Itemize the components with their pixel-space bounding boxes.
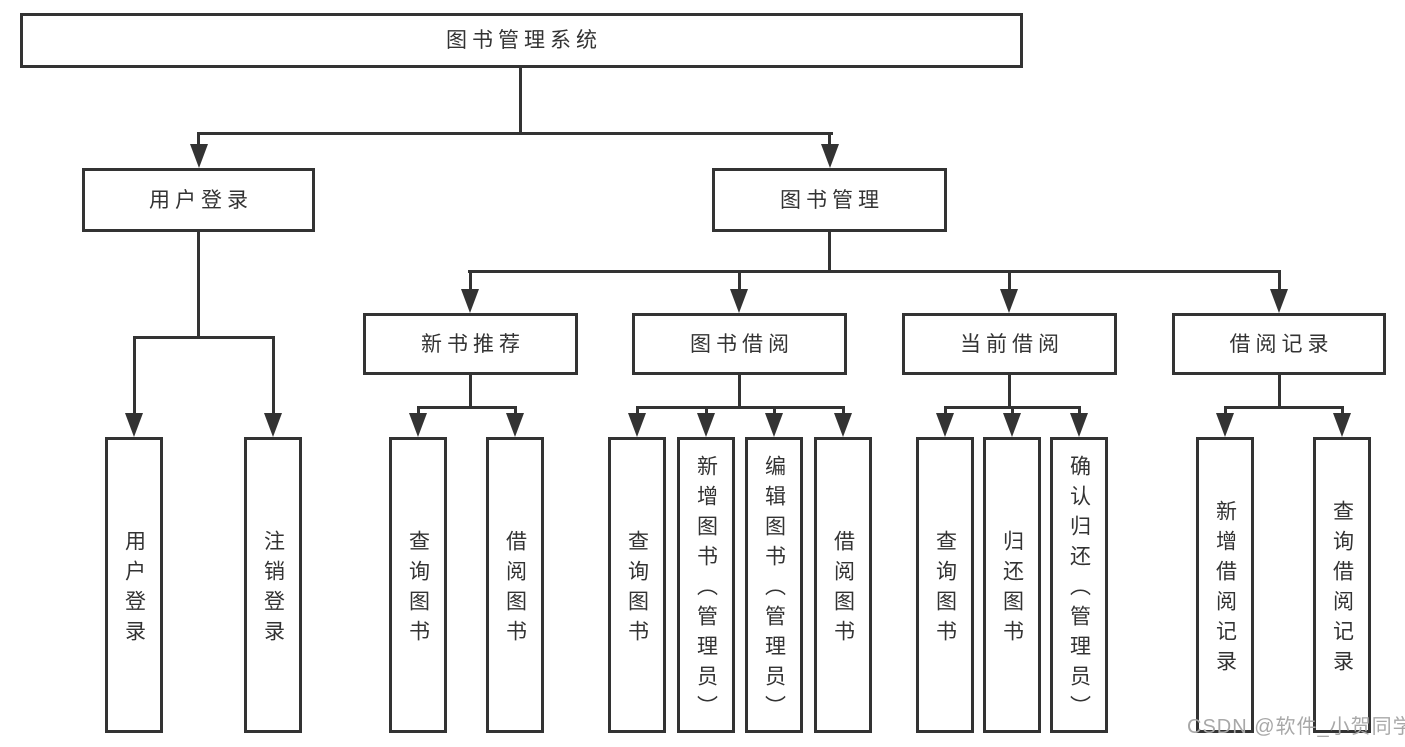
connector-line — [133, 336, 136, 413]
connector-line — [705, 406, 708, 413]
node-library-system: 图书管理系统 — [20, 13, 1023, 68]
arrow-down-icon — [506, 413, 524, 437]
node-current-borrowing-label: 当前借阅 — [960, 332, 1064, 356]
leaf-add-books-admin-label: 新增图书（管理员） — [694, 454, 718, 725]
arrow-down-icon — [1000, 289, 1018, 313]
node-current-borrowing: 当前借阅 — [902, 313, 1117, 375]
connector-line — [1011, 406, 1014, 413]
connector-line — [197, 232, 200, 336]
leaf-return-books-label: 归还图书 — [1000, 529, 1024, 650]
leaf-borrowing-query-books: 查询图书 — [608, 437, 666, 733]
connector-line — [1278, 375, 1281, 406]
arrow-down-icon — [264, 413, 282, 437]
leaf-edit-books-admin: 编辑图书（管理员） — [745, 437, 803, 733]
connector-line — [468, 270, 1280, 273]
connector-line — [1224, 406, 1343, 409]
leaf-return-books: 归还图书 — [983, 437, 1041, 733]
leaf-current-query-books: 查询图书 — [916, 437, 974, 733]
arrow-down-icon — [628, 413, 646, 437]
node-library-system-label: 图书管理系统 — [446, 29, 602, 52]
connector-line — [1278, 270, 1281, 289]
leaf-recommend-query-books-label: 查询图书 — [406, 529, 430, 650]
connector-line — [1078, 406, 1081, 413]
leaf-edit-books-admin-label: 编辑图书（管理员） — [762, 454, 786, 725]
csdn-watermark: CSDN @软件_小贺同学 — [1187, 716, 1405, 738]
connector-line — [1008, 375, 1011, 406]
leaf-query-borrow-record: 查询借阅记录 — [1313, 437, 1371, 733]
leaf-add-borrow-record: 新增借阅记录 — [1196, 437, 1254, 733]
connector-line — [469, 375, 472, 406]
arrow-down-icon — [936, 413, 954, 437]
connector-line — [1008, 270, 1011, 289]
node-book-borrowing-label: 图书借阅 — [690, 332, 794, 356]
arrow-down-icon — [1216, 413, 1234, 437]
connector-line — [1341, 406, 1344, 413]
node-borrow-records-label: 借阅记录 — [1229, 332, 1334, 356]
connector-line — [773, 406, 776, 413]
leaf-add-borrow-record-label: 新增借阅记录 — [1213, 499, 1237, 680]
arrow-down-icon — [1270, 289, 1288, 313]
leaf-confirm-return-admin: 确认归还（管理员） — [1050, 437, 1108, 733]
arrow-down-icon — [821, 144, 839, 168]
node-new-book-recommend-label: 新书推荐 — [421, 332, 525, 356]
arrow-down-icon — [1333, 413, 1351, 437]
node-book-management: 图书管理 — [712, 168, 947, 232]
leaf-borrowing-borrow-books: 借阅图书 — [814, 437, 872, 733]
connector-line — [828, 132, 831, 144]
arrow-down-icon — [730, 289, 748, 313]
leaf-borrowing-borrow-books-label: 借阅图书 — [831, 529, 855, 650]
leaf-query-borrow-record-label: 查询借阅记录 — [1330, 499, 1354, 680]
arrow-down-icon — [697, 413, 715, 437]
connector-line — [514, 406, 517, 413]
connector-line — [636, 406, 639, 413]
leaf-recommend-borrow-books: 借阅图书 — [486, 437, 544, 733]
arrow-down-icon — [190, 144, 208, 168]
connector-line — [417, 406, 517, 409]
connector-line — [197, 132, 200, 144]
connector-line — [133, 336, 274, 339]
arrow-down-icon — [1003, 413, 1021, 437]
leaf-logout-label: 注销登录 — [261, 529, 285, 650]
node-user-login-label: 用户登录 — [149, 188, 253, 212]
connector-line — [1224, 406, 1227, 413]
connector-line — [469, 270, 472, 289]
connector-line — [417, 406, 420, 413]
leaf-recommend-borrow-books-label: 借阅图书 — [503, 529, 527, 650]
connector-line — [944, 406, 947, 413]
connector-line — [519, 68, 522, 132]
node-user-login: 用户登录 — [82, 168, 315, 232]
connector-line — [272, 336, 275, 413]
leaf-current-query-books-label: 查询图书 — [933, 529, 957, 650]
connector-line — [738, 375, 741, 406]
arrow-down-icon — [834, 413, 852, 437]
leaf-borrowing-query-books-label: 查询图书 — [625, 529, 649, 650]
leaf-add-books-admin: 新增图书（管理员） — [677, 437, 735, 733]
connector-line — [828, 232, 831, 270]
node-borrow-records: 借阅记录 — [1172, 313, 1386, 375]
leaf-user-login: 用户登录 — [105, 437, 163, 733]
arrow-down-icon — [1070, 413, 1088, 437]
connector-line — [842, 406, 845, 413]
arrow-down-icon — [765, 413, 783, 437]
leaf-user-login-label: 用户登录 — [122, 529, 146, 650]
arrow-down-icon — [409, 413, 427, 437]
leaf-logout: 注销登录 — [244, 437, 302, 733]
connector-line — [738, 270, 741, 289]
connector-line — [197, 132, 833, 135]
node-book-borrowing: 图书借阅 — [632, 313, 847, 375]
node-new-book-recommend: 新书推荐 — [363, 313, 578, 375]
arrow-down-icon — [125, 413, 143, 437]
arrow-down-icon — [461, 289, 479, 313]
leaf-confirm-return-admin-label: 确认归还（管理员） — [1067, 454, 1091, 725]
node-book-management-label: 图书管理 — [780, 188, 884, 212]
connector-line — [636, 406, 844, 409]
leaf-recommend-query-books: 查询图书 — [389, 437, 447, 733]
